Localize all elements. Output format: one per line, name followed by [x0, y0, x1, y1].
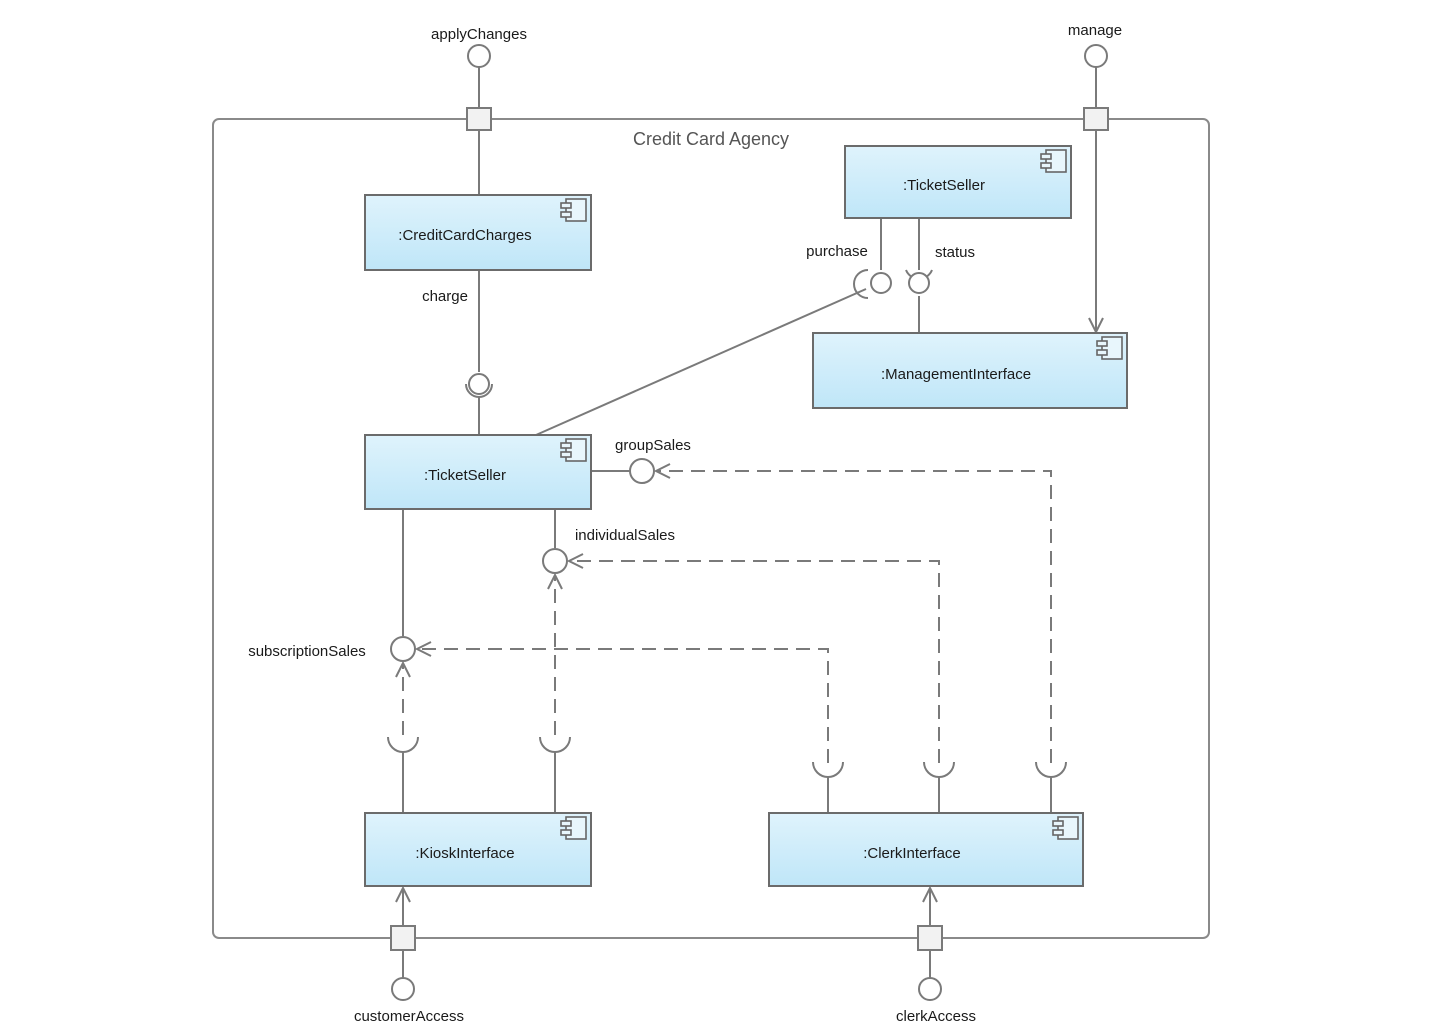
label-status: status [935, 244, 975, 261]
component-label: :TicketSeller [424, 467, 506, 484]
label-purchase: purchase [806, 243, 868, 260]
component-icon [560, 438, 587, 462]
component-icon [1040, 149, 1067, 173]
label-customer-access: customerAccess [354, 1008, 464, 1025]
label-apply-changes: applyChanges [431, 26, 527, 43]
component-ticket-seller-main[interactable]: :TicketSeller [364, 434, 592, 510]
provided-interface-lollipops [390, 44, 1108, 1001]
component-label: :TicketSeller [903, 177, 985, 194]
label-charge: charge [422, 288, 468, 305]
component-clerk-interface[interactable]: :ClerkInterface [768, 812, 1084, 887]
frame-title: Credit Card Agency [633, 129, 789, 149]
component-credit-card-charges[interactable]: :CreditCardCharges [364, 194, 592, 271]
agency-frame [212, 118, 1210, 939]
label-clerk-access: clerkAccess [896, 1008, 976, 1025]
component-icon [560, 198, 587, 222]
component-icon [560, 816, 587, 840]
label-subscription-sales: subscriptionSales [248, 643, 366, 660]
component-management-interface[interactable]: :ManagementInterface [812, 332, 1128, 409]
dependency-lines [395, 463, 1052, 763]
component-icon [1052, 816, 1079, 840]
component-label: :ClerkInterface [863, 845, 961, 862]
ports [390, 107, 1109, 951]
interface-labels: applyChanges manage charge purchase stat… [248, 22, 1122, 1025]
component-kiosk-interface[interactable]: :KioskInterface [364, 812, 592, 887]
component-label: :KioskInterface [415, 845, 514, 862]
component-icon [1096, 336, 1123, 360]
component-ticket-seller-top[interactable]: :TicketSeller [844, 145, 1072, 219]
label-group-sales: groupSales [615, 437, 691, 454]
label-individual-sales: individualSales [575, 527, 675, 544]
label-manage: manage [1068, 22, 1122, 39]
component-label: :ManagementInterface [881, 366, 1031, 383]
component-label: :CreditCardCharges [398, 227, 531, 244]
assembly-lines [402, 67, 1097, 978]
required-interface-sockets [387, 269, 1067, 778]
